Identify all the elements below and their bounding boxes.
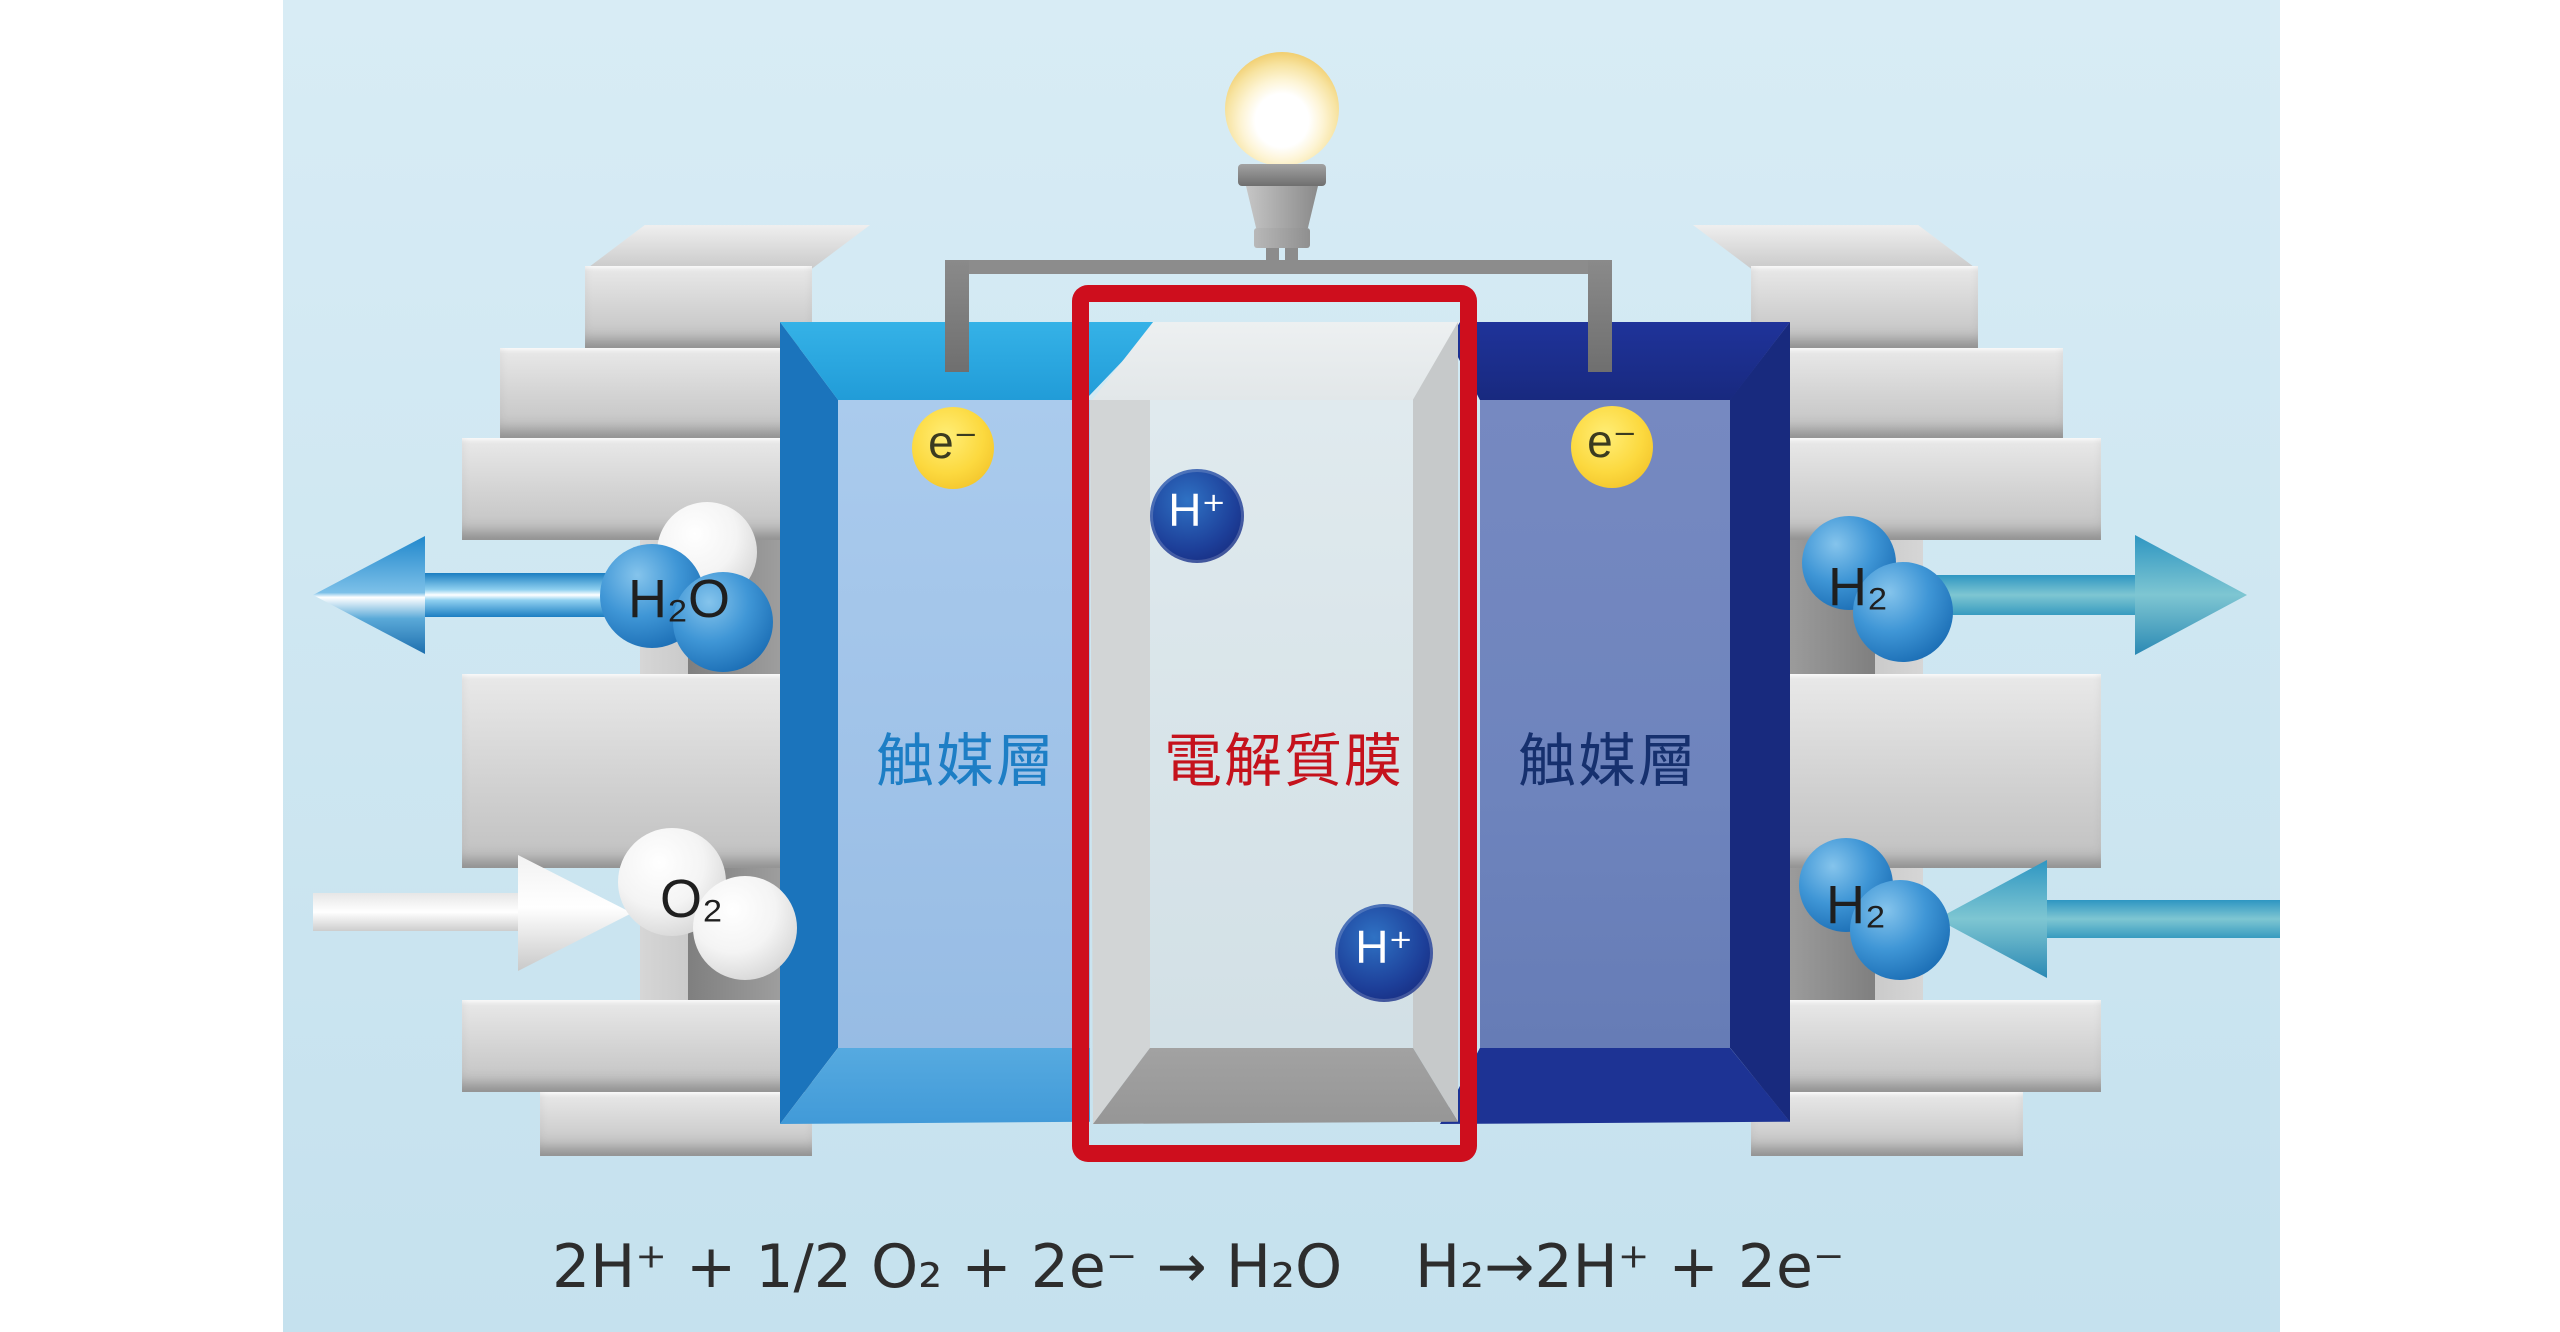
left-plate-step-2 — [500, 348, 812, 438]
catalyst-right-label: 触媒層 — [1518, 729, 1699, 794]
bulb-socket-cup — [1246, 186, 1318, 228]
membrane-top-bevel — [1092, 322, 1460, 400]
hydrogen-in-arrow — [2043, 900, 2280, 938]
catalyst-left-face — [838, 400, 1090, 1048]
electron-right-label: e⁻ — [1587, 415, 1637, 467]
hydrogen-in-label: H₂ — [1826, 875, 1886, 935]
right-plate-finger-middle — [1751, 674, 2101, 868]
left-plate-finger-bottom — [462, 1000, 812, 1092]
catalyst-left-top-bevel — [780, 322, 1160, 400]
water-atom-h2 — [673, 572, 773, 672]
cathode-equation: 2H⁺ + 1/2 O₂ + 2e⁻ → H₂O — [552, 1232, 1343, 1302]
proton-top-label: H⁺ — [1168, 484, 1226, 536]
catalyst-right-face — [1480, 400, 1730, 1048]
catalyst-right-bottom-bevel — [1440, 1048, 1790, 1124]
membrane-label: 電解質膜 — [1164, 729, 1405, 794]
right-plate-step-2 — [1751, 348, 2063, 438]
catalyst-right-top-bevel — [1440, 322, 1790, 400]
catalyst-left-side-bevel — [780, 322, 838, 1124]
right-plate-step-bottom — [1751, 1092, 2023, 1156]
right-electrode-terminal — [1588, 260, 1612, 372]
proton-bottom: H⁺ — [1335, 904, 1433, 1002]
proton-bottom-label: H⁺ — [1355, 921, 1413, 973]
oxygen-atom-2 — [693, 876, 797, 980]
hydrogen-in-atom-2 — [1850, 880, 1950, 980]
bulb-lead-left — [1266, 244, 1279, 264]
membrane-right-bevel — [1413, 322, 1458, 1122]
right-plate-finger-top — [1751, 438, 2101, 540]
catalyst-right-side-bevel — [1730, 322, 1790, 1122]
membrane-left-bevel — [1090, 400, 1150, 1124]
bulb-glow — [1225, 52, 1339, 166]
hydrogen-out-arrow — [1935, 575, 2145, 615]
catalyst-left-label: 触媒層 — [876, 729, 1057, 794]
left-plate-step-1 — [585, 266, 812, 348]
left-plate-step-bottom — [540, 1092, 812, 1156]
electron-left-label: e⁻ — [928, 416, 978, 468]
proton-top: H⁺ — [1150, 469, 1244, 563]
circuit-wire — [955, 260, 1600, 274]
electron-right: e⁻ — [1571, 406, 1653, 488]
catalyst-left-bottom-bevel — [780, 1048, 1090, 1124]
bulb-socket-band — [1238, 164, 1326, 186]
bulb-socket-base — [1254, 228, 1310, 248]
membrane-highlight-frame — [1072, 285, 1477, 1162]
water-label: H₂O — [628, 569, 730, 629]
left-electrode-terminal — [945, 260, 969, 372]
membrane-bottom-bevel — [1093, 1048, 1458, 1124]
electron-left: e⁻ — [912, 407, 994, 489]
oxygen-label: O₂ — [660, 869, 723, 929]
left-plate-finger-top — [462, 438, 812, 540]
right-plate-finger-bottom — [1751, 1000, 2101, 1092]
bulb-lead-right — [1285, 244, 1298, 264]
left-plate-finger-middle — [462, 674, 812, 868]
oxygen-in-arrow — [313, 893, 528, 931]
anode-equation: H₂→2H⁺ + 2e⁻ — [1415, 1232, 1845, 1302]
hydrogen-out-atom-2 — [1853, 562, 1953, 662]
hydrogen-out-label: H₂ — [1828, 557, 1888, 617]
